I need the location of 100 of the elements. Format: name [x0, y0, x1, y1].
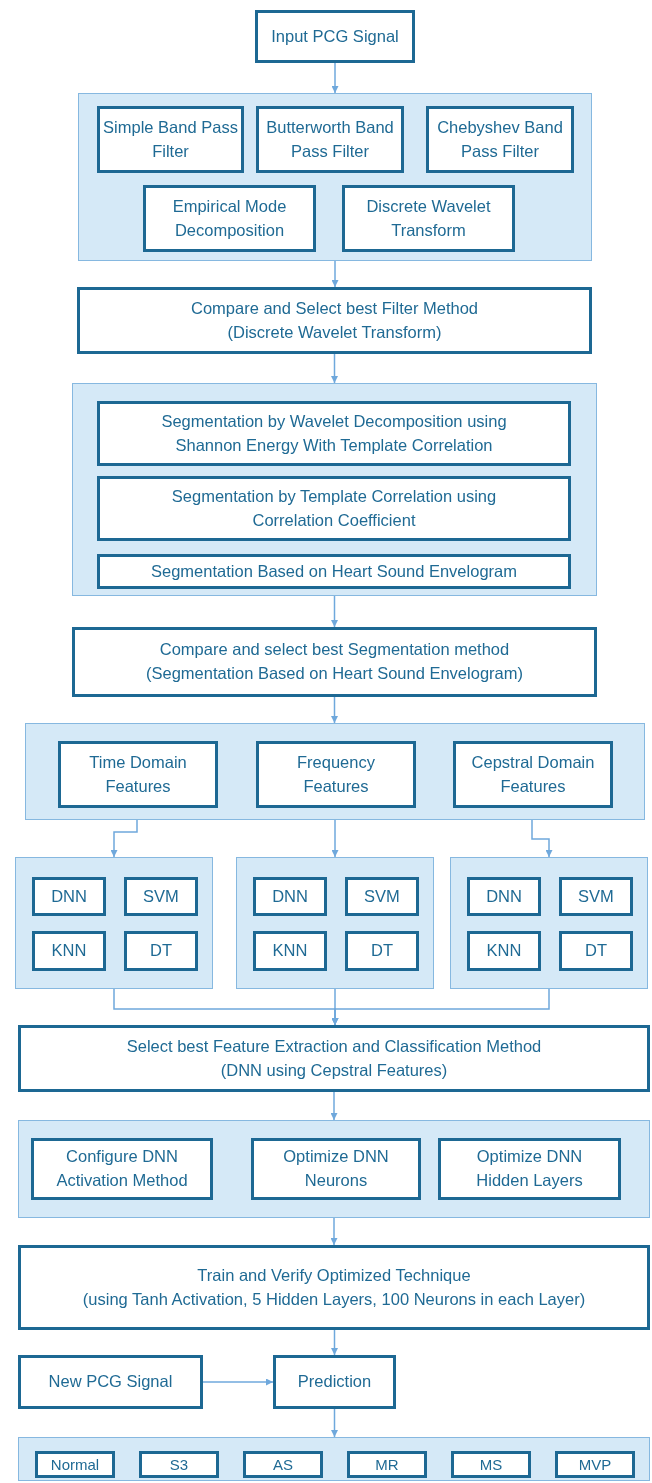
box-label: Frequency Features: [296, 751, 376, 797]
box-label: Configure DNN Activation Method: [55, 1146, 189, 1191]
process-box: [58, 741, 218, 808]
process-box: [438, 1138, 621, 1200]
arrow: [110, 819, 138, 858]
process-box: [256, 741, 416, 808]
arrow: [330, 1091, 338, 1121]
box-label: DNN: [51, 885, 87, 907]
box-label: Segmentation Based on Heart Sound Envelogram: [151, 560, 517, 582]
process-box: [426, 106, 574, 173]
box-label: Compare and select best Segmentation method: [159, 639, 510, 661]
process-box: [342, 185, 515, 252]
group-panel: [25, 723, 645, 820]
process-box: [18, 1025, 650, 1092]
box-label: KNN: [272, 940, 308, 962]
box-label: (using Tanh Activation, 5 Hidden Layers, 100 Neurons in each Layer): [82, 1288, 586, 1310]
box-label: DT: [150, 940, 172, 962]
box-label: DT: [371, 940, 393, 962]
process-box: [256, 106, 404, 173]
box-label: Segmentation by Wavelet Decomposition using Shannon Energy With Template Correlation: [160, 410, 508, 456]
box-label: Discrete Wavelet Transform: [365, 195, 492, 241]
process-box: [555, 1451, 635, 1478]
arrow: [331, 353, 338, 384]
box-label: Compare and Select best Filter Method: [190, 297, 479, 319]
process-box: [243, 1451, 323, 1478]
box-label: Chebyshev Band Pass Filter: [436, 116, 564, 162]
box-label: New PCG Signal: [48, 1371, 173, 1393]
box-label: SVM: [143, 885, 179, 907]
box-label: Optimize DNN Hidden Layers: [475, 1146, 584, 1191]
box-label: Cepstral Domain Features: [470, 751, 596, 797]
box-label: (Discrete Wavelet Transform): [227, 321, 442, 343]
process-box: [347, 1451, 427, 1478]
group-panel: [78, 93, 592, 261]
box-label: MS: [479, 1454, 503, 1475]
process-box: [143, 185, 316, 252]
box-label: KNN: [51, 940, 87, 962]
arrow: [331, 595, 338, 628]
group-panel: [72, 383, 597, 596]
group-panel: [15, 857, 213, 989]
process-box: [467, 877, 541, 916]
box-label: MR: [375, 1454, 399, 1475]
box-label: AS: [273, 1454, 293, 1475]
process-box: [467, 931, 541, 971]
arrow: [531, 819, 553, 858]
process-box: [255, 10, 415, 63]
box-label: DT: [585, 940, 607, 962]
box-label: (DNN using Cepstral Features): [220, 1059, 448, 1081]
box-label: Time Domain Features: [88, 751, 188, 797]
box-label: Input PCG Signal: [271, 25, 399, 47]
arrow: [202, 1378, 274, 1386]
arrow: [331, 1408, 338, 1438]
box-label: DNN: [272, 885, 308, 907]
process-box: [35, 1451, 115, 1478]
arrow: [331, 988, 550, 1026]
process-box: [253, 877, 327, 916]
process-box: [32, 931, 106, 971]
process-box: [559, 931, 633, 971]
process-box: [251, 1138, 421, 1200]
group-panel: [236, 857, 434, 989]
arrow: [331, 260, 339, 288]
group-panel: [450, 857, 648, 989]
box-label: Normal: [50, 1454, 100, 1475]
arrow: [331, 1329, 338, 1356]
box-label: SVM: [578, 885, 614, 907]
process-box: [32, 877, 106, 916]
process-box: [345, 931, 419, 971]
process-box: [18, 1245, 650, 1330]
process-box: [97, 476, 571, 541]
box-label: Simple Band Pass Filter: [102, 116, 239, 162]
box-label: MVP: [578, 1454, 612, 1475]
group-panel: [18, 1120, 650, 1218]
process-box: [451, 1451, 531, 1478]
process-box: [345, 877, 419, 916]
process-box: [31, 1138, 213, 1200]
process-box: [559, 877, 633, 916]
process-box: [72, 627, 597, 697]
arrow: [331, 62, 339, 94]
box-label: Prediction: [297, 1371, 372, 1393]
box-label: Optimize DNN Neurons: [282, 1146, 390, 1191]
process-box: [97, 401, 571, 466]
process-box: [253, 931, 327, 971]
process-box: [453, 741, 613, 808]
process-box: [273, 1355, 396, 1409]
box-label: S3: [169, 1454, 189, 1475]
arrow: [330, 1217, 338, 1246]
process-box: [124, 931, 198, 971]
box-label: DNN: [486, 885, 522, 907]
process-box: [97, 554, 571, 589]
process-box: [77, 287, 592, 354]
box-label: (Segmentation Based on Heart Sound Envelogram): [146, 663, 523, 684]
box-label: Train and Verify Optimized Technique: [197, 1264, 471, 1286]
arrow: [331, 819, 339, 858]
box-label: Segmentation by Template Correlation using Correlation Coefficient: [170, 485, 498, 531]
box-label: Butterworth Band Pass Filter: [265, 116, 395, 162]
box-label: Empirical Mode Decomposition: [171, 195, 288, 241]
process-box: [97, 106, 244, 173]
process-box: [139, 1451, 219, 1478]
box-label: SVM: [364, 885, 400, 907]
process-box: [124, 877, 198, 916]
arrow: [331, 696, 338, 724]
